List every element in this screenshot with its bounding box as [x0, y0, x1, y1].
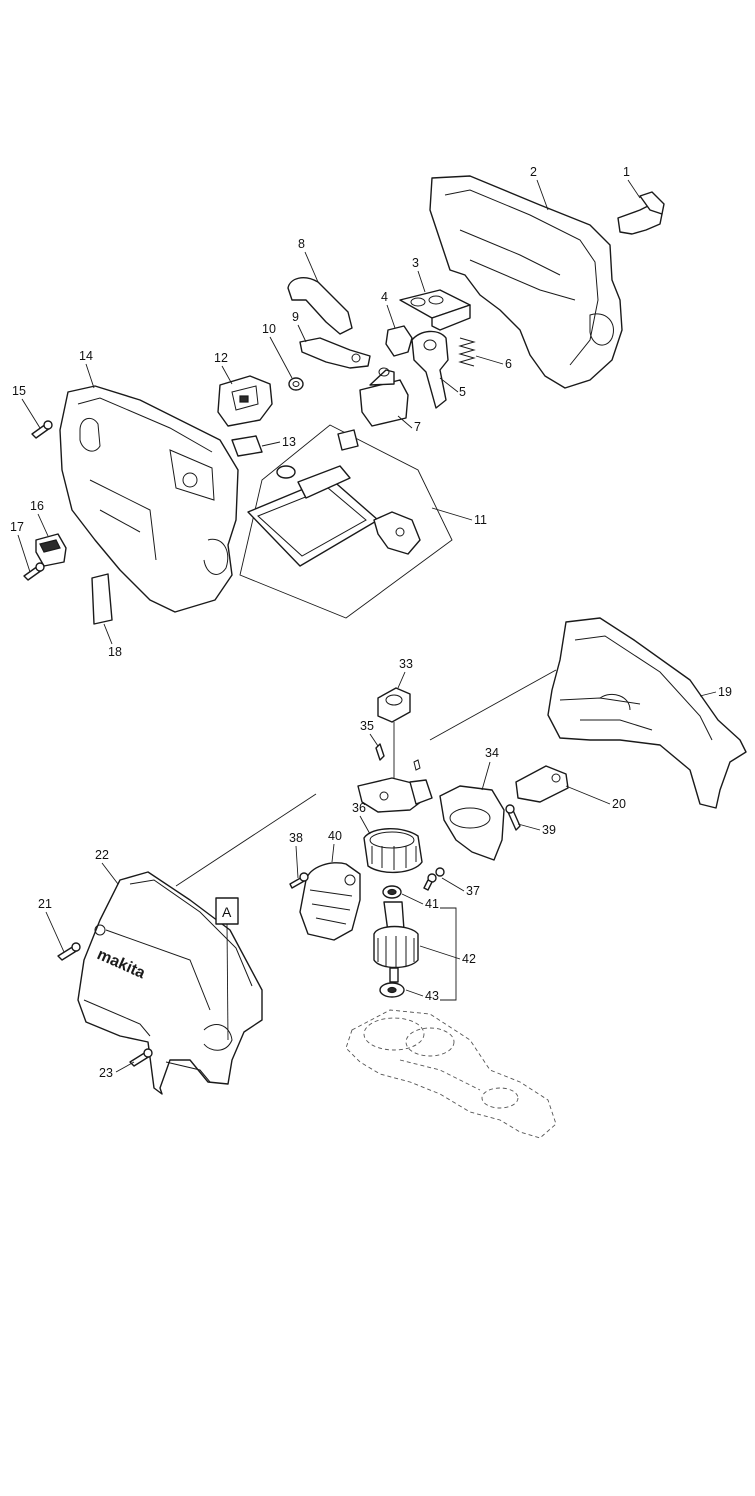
- callout-9: 9: [292, 310, 299, 324]
- callout-14: 14: [79, 349, 93, 363]
- part-15-screw: [31, 420, 53, 439]
- reference-box-label: A: [222, 904, 232, 920]
- callout-22: 22: [95, 848, 109, 862]
- callout-37: 37: [466, 884, 480, 898]
- part-11-controller-assembly: [239, 424, 453, 619]
- callout-6: 6: [505, 357, 512, 371]
- part-14-housing-left: [59, 385, 239, 613]
- callout-7: 7: [414, 420, 421, 434]
- callout-34: 34: [485, 746, 499, 760]
- callout-21: 21: [38, 897, 52, 911]
- callout-2: 2: [530, 165, 537, 179]
- callout-42: 42: [462, 952, 476, 966]
- part-40-motor-cover: [299, 862, 361, 941]
- part-38-screw: [289, 872, 309, 889]
- callout-12: 12: [214, 351, 228, 365]
- part-39-screw: [505, 804, 521, 831]
- part-41-bearing: [382, 885, 402, 899]
- part-3-switch-plate: [399, 289, 471, 331]
- part-33-rubber-cap: [377, 687, 411, 723]
- callout-36: 36: [352, 801, 366, 815]
- part-5-trigger: [411, 330, 449, 409]
- part-1-switch-lever: [617, 191, 665, 235]
- callout-33: 33: [399, 657, 413, 671]
- part-6-spring: [458, 337, 476, 367]
- callout-17: 17: [10, 520, 24, 534]
- part-10-ring: [288, 377, 304, 391]
- part-12-terminal-block: [217, 375, 273, 427]
- part-13-label: [231, 435, 263, 457]
- callout-11: 11: [474, 513, 487, 527]
- callout-3: 3: [412, 256, 419, 270]
- part-21-screw: [57, 942, 81, 961]
- callout-8: 8: [298, 237, 305, 251]
- callout-43: 43: [425, 989, 439, 1003]
- part-37-screws: [423, 867, 445, 891]
- callout-1: 1: [623, 165, 630, 179]
- callout-19: 19: [718, 685, 732, 699]
- reference-box-a: A: [215, 897, 239, 1041]
- part-7-switch-body: [359, 367, 409, 427]
- callout-35: 35: [360, 719, 374, 733]
- callout-38: 38: [289, 831, 303, 845]
- part-36-stator: [363, 828, 423, 873]
- part-4-bracket: [385, 325, 413, 357]
- sensor-board: [357, 777, 433, 813]
- callout-20: 20: [612, 797, 626, 811]
- callout-5: 5: [459, 385, 466, 399]
- part-8-lock-lever: [287, 277, 353, 335]
- callout-13: 13: [282, 435, 296, 449]
- callout-10: 10: [262, 322, 276, 336]
- callout-4: 4: [381, 290, 388, 304]
- part-23-screw: [129, 1048, 153, 1067]
- part-35-screw: [375, 743, 385, 761]
- callout-18: 18: [108, 645, 122, 659]
- part-22-lower-housing: makita: [77, 871, 263, 1095]
- callout-15: 15: [12, 384, 26, 398]
- part-20-side-knob: [515, 765, 569, 803]
- part-2-housing-half: [429, 175, 623, 389]
- callout-40: 40: [328, 829, 342, 843]
- part-43-bearing: [379, 982, 405, 998]
- gear-housing-reference-ghost: [345, 1009, 557, 1139]
- part-18-name-plate: [91, 573, 113, 625]
- group-bracket-41-43: [440, 907, 457, 1001]
- part-9-lever: [299, 337, 371, 369]
- callout-16: 16: [30, 499, 44, 513]
- part-42-rotor: [373, 901, 419, 983]
- part-17-screw: [23, 562, 45, 581]
- callout-39: 39: [542, 823, 556, 837]
- part-34-motor-bracket: [439, 785, 505, 861]
- callout-41: 41: [425, 897, 439, 911]
- part-19-motor-housing: [547, 617, 747, 809]
- part-16-button: [35, 533, 67, 567]
- callout-23: 23: [99, 1066, 113, 1080]
